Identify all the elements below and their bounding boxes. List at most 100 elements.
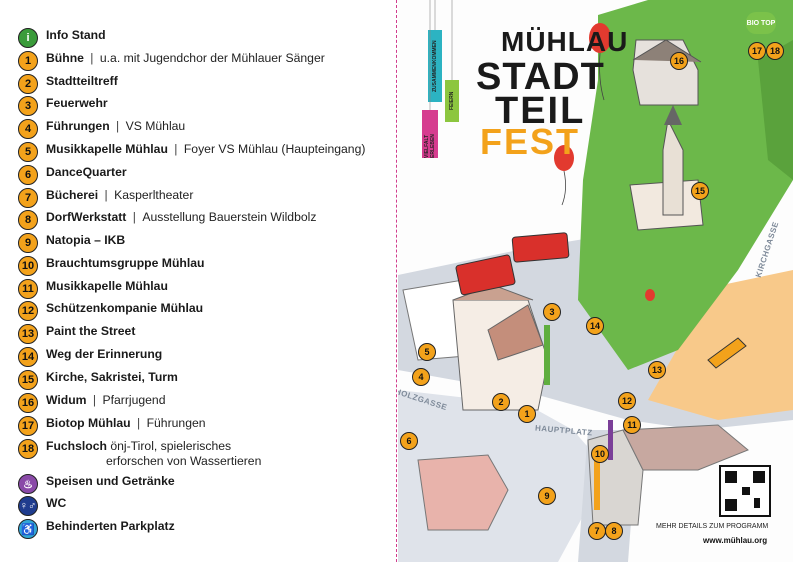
legend-label: Info Stand [46, 28, 106, 43]
legend-name: Musikkapelle Mühlau [46, 279, 168, 293]
legend-label: Weg der Erinnerung [46, 347, 162, 362]
legend-label: DanceQuarter [46, 165, 127, 180]
map-marker-13: 13 [648, 361, 666, 379]
legend-item: i Info Stand [18, 28, 106, 48]
legend-number-badge: 6 [18, 165, 38, 185]
map-marker-7: 7 [588, 522, 606, 540]
info-icon: i [18, 28, 38, 48]
legend-name: Weg der Erinnerung [46, 347, 163, 361]
legend-detail-line2: erforschen von Wassertieren [106, 454, 262, 468]
legend-name: Bücherei [46, 188, 99, 202]
legend-label: Widum | Pfarrjugend [46, 393, 166, 407]
footer-url[interactable]: www.mühlau.org [703, 536, 768, 545]
fire-truck-2 [511, 232, 570, 263]
legend-number-badge: 16 [18, 393, 38, 413]
legend-item: 5 Musikkapelle Mühlau | Foyer VS Mühlau (… [18, 142, 365, 162]
legend-label: Biotop Mühlau | Führungen [46, 416, 206, 430]
legend-label: Brauchtumsgruppe Mühlau [46, 256, 204, 271]
legend-name: Behinderten Parkplatz [46, 519, 175, 533]
legend-number-badge: 8 [18, 210, 38, 230]
map-marker-17: 17 [748, 42, 766, 60]
church-tower [662, 118, 684, 216]
legend-number-badge: 7 [18, 188, 38, 208]
legend-name: Feuerwehr [46, 96, 108, 110]
map-marker-6: 6 [400, 432, 418, 450]
map-marker-9: 9 [538, 487, 556, 505]
legend-label: Feuerwehr [46, 96, 108, 111]
legend-name: Kirche, Sakristei, Turm [46, 370, 178, 384]
legend-item: 7 Bücherei | Kasperltheater [18, 188, 193, 208]
legend-label: Musikkapelle Mühlau | Foyer VS Mühlau (H… [46, 142, 366, 156]
legend-name: Musikkapelle Mühlau [46, 142, 168, 156]
legend-name: Fuchsloch [46, 439, 107, 453]
legend-number-badge: 2 [18, 74, 38, 94]
map-marker-2: 2 [492, 393, 510, 411]
legend-label: Paint the Street [46, 324, 135, 339]
balloon-1 [589, 23, 611, 53]
werkstatt-roof [622, 424, 749, 471]
legend-number-badge: 14 [18, 347, 38, 367]
tag-pink [422, 110, 438, 158]
legend-name: Stadtteiltreff [46, 74, 118, 88]
map-marker-4: 4 [412, 368, 430, 386]
fire-truck-1 [455, 254, 516, 296]
dancequarter-building [417, 454, 509, 531]
legend-item: 10 Brauchtumsgruppe Mühlau [18, 256, 204, 276]
flag-orange [594, 455, 600, 510]
legend-name: Brauchtumsgruppe Mühlau [46, 256, 205, 270]
legend-item: ♀♂ WC [18, 496, 66, 516]
legend-item: 6 DanceQuarter [18, 165, 127, 185]
biotop-sign: BIO TOP [746, 12, 776, 34]
legend-number-badge: 10 [18, 256, 38, 276]
map-marker-18: 18 [766, 42, 784, 60]
legend-name: Natopia – IKB [46, 233, 126, 247]
legend-label: WC [46, 496, 66, 511]
map-marker-14: 14 [586, 317, 604, 335]
balloon-2 [554, 145, 574, 171]
legend-number-badge: 12 [18, 301, 38, 321]
legend-detail: Kasperltheater [114, 188, 194, 202]
legend-number-badge: 15 [18, 370, 38, 390]
legend-detail: VS Mühlau [125, 119, 186, 133]
legend-label: Musikkapelle Mühlau [46, 279, 168, 294]
tag-feiern: FEIERN [449, 91, 455, 111]
tag-teal [428, 30, 442, 102]
sand-area [648, 270, 793, 420]
legend-number-badge: 5 [18, 142, 38, 162]
legend-item: ♨ Speisen und Getränke [18, 474, 175, 494]
legend-item: 15 Kirche, Sakristei, Turm [18, 370, 178, 390]
legend-item: 2 Stadtteiltreff [18, 74, 118, 94]
footer-note: MEHR DETAILS ZUM PROGRAMM [656, 523, 769, 530]
legend-item: ♿ Behinderten Parkplatz [18, 519, 175, 539]
food-icon: ♨ [18, 474, 38, 494]
map-marker-5: 5 [418, 343, 436, 361]
legend-number-badge: 17 [18, 416, 38, 436]
tag-zusammenkommen: ZUSAMMENKOMMEN [432, 40, 438, 92]
map-marker-16: 16 [670, 52, 688, 70]
title-muehlau: MÜHLAU [501, 26, 629, 57]
legend-label: Bücherei | Kasperltheater [46, 188, 194, 202]
legend-label: Speisen und Getränke [46, 474, 175, 489]
legend-label: Bühne | u.a. mit Jugendchor der Mühlauer… [46, 51, 325, 65]
wc-icon: ♀♂ [18, 496, 38, 516]
map-marker-10: 10 [591, 445, 609, 463]
legend-name: Info Stand [46, 28, 106, 42]
legend-label: Stadtteiltreff [46, 74, 118, 89]
legend-detail: Foyer VS Mühlau (Haupteingang) [183, 142, 366, 156]
map-marker-3: 3 [543, 303, 561, 321]
wheelchair-icon: ♿ [18, 519, 38, 539]
legend-name: DorfWerkstatt [46, 210, 127, 224]
legend-name: DanceQuarter [46, 165, 127, 179]
title-fest: FEST [480, 121, 581, 162]
legend-name: Widum [46, 393, 87, 407]
legend-label: Natopia – IKB [46, 233, 125, 248]
legend-label: Behinderten Parkplatz [46, 519, 175, 534]
stadtteiltreff-roof [487, 304, 544, 361]
